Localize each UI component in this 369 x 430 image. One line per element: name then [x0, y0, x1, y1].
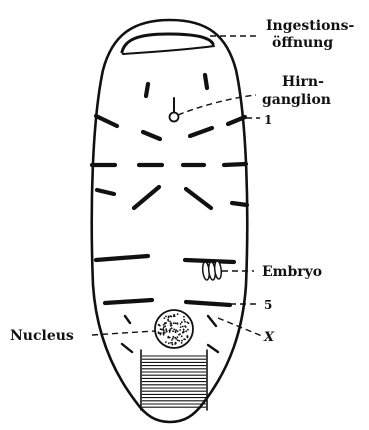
nucleus-stipple-dot [173, 314, 175, 316]
nucleus-stipple-dot [171, 339, 173, 341]
nucleus-stipple-dot [182, 326, 184, 328]
nucleus-stipple-dot [183, 330, 185, 332]
nucleus-stipple-dot [171, 316, 173, 318]
segment-4-left [96, 256, 148, 260]
segment-1-right-inner [190, 128, 212, 136]
nucleus-stipple-dot [158, 324, 160, 326]
segment-1-left-inner [143, 132, 160, 139]
nucleus-stipple-dot [170, 322, 172, 324]
nucleus-stipple-dot [165, 316, 167, 318]
nucleus-stipple-dot [162, 328, 164, 330]
nucleus-stipple-dot [177, 330, 179, 332]
nucleus-stipple-dot [175, 342, 177, 344]
nucleus-stipple-dot [175, 322, 177, 324]
segment-3-left-diag [134, 187, 159, 208]
nucleus-stipple-dot [181, 335, 183, 337]
nucleus-stipple-dot [184, 321, 186, 323]
nucleus-stipple-dot [177, 336, 179, 338]
upper-mark-left [146, 84, 148, 96]
label-brain-line2: ganglion [262, 92, 331, 108]
nucleus-stipple-dot [175, 329, 177, 331]
nucleus-stipple-dot [172, 338, 174, 340]
nucleus-stipple-dot [177, 339, 179, 341]
upper-mark-right [205, 75, 207, 88]
segment-3-right-outer [232, 203, 247, 205]
nucleus-stipple-dot [166, 330, 168, 332]
nucleus-stipple-dot [172, 344, 174, 346]
nucleus-stipple-dot [179, 329, 181, 331]
posterior-rings [141, 350, 207, 410]
nucleus-stipple-dot [176, 322, 178, 324]
label-x: X [263, 330, 275, 345]
segment-2-right-outer [224, 164, 246, 165]
nucleus-stipple-dot [164, 317, 166, 319]
nucleus-stipple-dot [184, 339, 186, 341]
nucleus-stipple-dot [183, 329, 185, 331]
nucleus-stipple-dot [172, 330, 174, 332]
nucleus-stipple-dot [160, 328, 162, 330]
nucleus-stipple-dot [169, 330, 171, 332]
lower-mark-left-2 [122, 344, 132, 352]
segment-5-right [186, 302, 230, 305]
nucleus-stipple-dot [169, 321, 171, 323]
nucleus-stipple-dot [158, 331, 160, 333]
lower-mark-right-1 [208, 316, 216, 326]
nucleus-stipple-dot [163, 324, 165, 326]
nucleus-stipple-dot [181, 340, 183, 342]
label-segment-5: 5 [264, 298, 272, 312]
nucleus-stipple-dot [173, 322, 175, 324]
nucleus-stipple-dot [186, 335, 188, 337]
segment-3-left-outer [97, 190, 114, 194]
lower-mark-right-2 [208, 345, 218, 352]
nucleus-stipple-dot [168, 342, 170, 344]
label-ingestion-line2: öffnung [272, 35, 333, 51]
embryo [202, 261, 222, 281]
nucleus-stipple-dot [171, 342, 173, 344]
nucleus-stipple-dot [183, 316, 185, 318]
segment-5-left [105, 300, 152, 303]
nucleus [155, 310, 193, 348]
label-segment-1: 1 [264, 113, 272, 127]
brain-ganglion [170, 98, 179, 122]
ingestion-opening [122, 34, 214, 54]
nucleus-stipple-dot [167, 337, 169, 339]
leader-brain [178, 95, 256, 115]
nucleus-stipple-dot [177, 313, 179, 315]
segment-1-left-outer [96, 116, 117, 126]
lower-mark-left-1 [125, 316, 130, 323]
segment-4-right [185, 260, 234, 262]
nucleus-stipple-dot [165, 341, 167, 343]
nucleus-stipple-dot [163, 326, 165, 328]
nucleus-stipple-dot [173, 329, 175, 331]
label-embryo: Embryo [262, 264, 322, 280]
label-nucleus: Nucleus [10, 328, 74, 344]
nucleus-stipple-dot [184, 325, 186, 327]
nucleus-stipple-dot [180, 326, 182, 328]
nucleus-stipple-dot [160, 332, 162, 334]
nucleus-stipple-dot [165, 322, 167, 324]
nucleus-stipple-dot [187, 329, 189, 331]
body-outline [92, 20, 248, 422]
nucleus-stipple-dot [178, 340, 180, 342]
nucleus-stipple-dot [172, 336, 174, 338]
nucleus-stipple-dot [185, 330, 187, 332]
label-ingestion-line1: Ingestions- [266, 18, 354, 34]
nucleus-stipple-dot [183, 319, 185, 321]
nucleus-stipple-dot [186, 322, 188, 324]
nucleus-stipple-dot [167, 320, 169, 322]
nucleus-stipple-dot [164, 332, 166, 334]
segment-3-right-diag [186, 189, 211, 208]
nucleus-stipple-dot [170, 325, 172, 327]
nucleus-stipple-dot [175, 331, 177, 333]
nucleus-stipple-dot [180, 323, 182, 325]
nucleus-stipple-dot [181, 342, 183, 344]
nucleus-stipple-dot [174, 337, 176, 339]
label-brain-line1: Hirn- [282, 74, 324, 90]
nucleus-stipple-dot [178, 334, 180, 336]
nucleus-stipple-dot [168, 316, 170, 318]
nucleus-stipple-dot [181, 321, 183, 323]
